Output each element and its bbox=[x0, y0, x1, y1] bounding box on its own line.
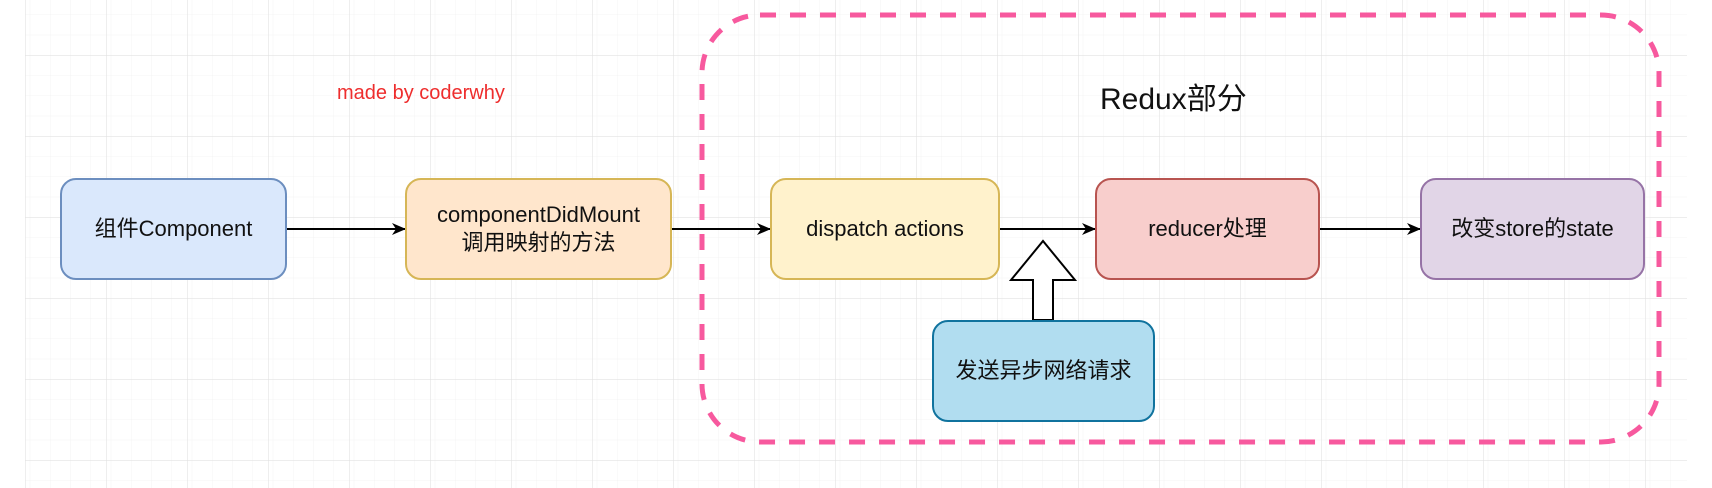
node-component-did-mount[interactable]: componentDidMount 调用映射的方法 bbox=[405, 178, 672, 280]
node-async-request[interactable]: 发送异步网络请求 bbox=[932, 320, 1155, 422]
node-reducer[interactable]: reducer处理 bbox=[1095, 178, 1320, 280]
node-dispatch-label: dispatch actions bbox=[806, 216, 964, 241]
node-async-label: 发送异步网络请求 bbox=[955, 358, 1132, 383]
node-did-mount-label-line1: componentDidMount bbox=[436, 202, 640, 227]
watermark-text: made by coderwhy bbox=[337, 82, 505, 104]
block-arrow-up-icon bbox=[1008, 239, 1078, 321]
node-component[interactable]: 组件Component bbox=[60, 178, 287, 280]
node-dispatch-actions[interactable]: dispatch actions bbox=[770, 178, 1000, 280]
redux-group-boundary bbox=[699, 12, 1662, 445]
node-did-mount-label-line2: 调用映射的方法 bbox=[461, 230, 616, 255]
node-change-state[interactable]: 改变store的state bbox=[1420, 178, 1645, 280]
node-state-label: 改变store的state bbox=[1451, 216, 1614, 241]
node-reducer-label: reducer处理 bbox=[1148, 216, 1267, 241]
node-component-label: 组件Component bbox=[94, 216, 253, 241]
redux-group-title: Redux部分 bbox=[1100, 83, 1247, 116]
